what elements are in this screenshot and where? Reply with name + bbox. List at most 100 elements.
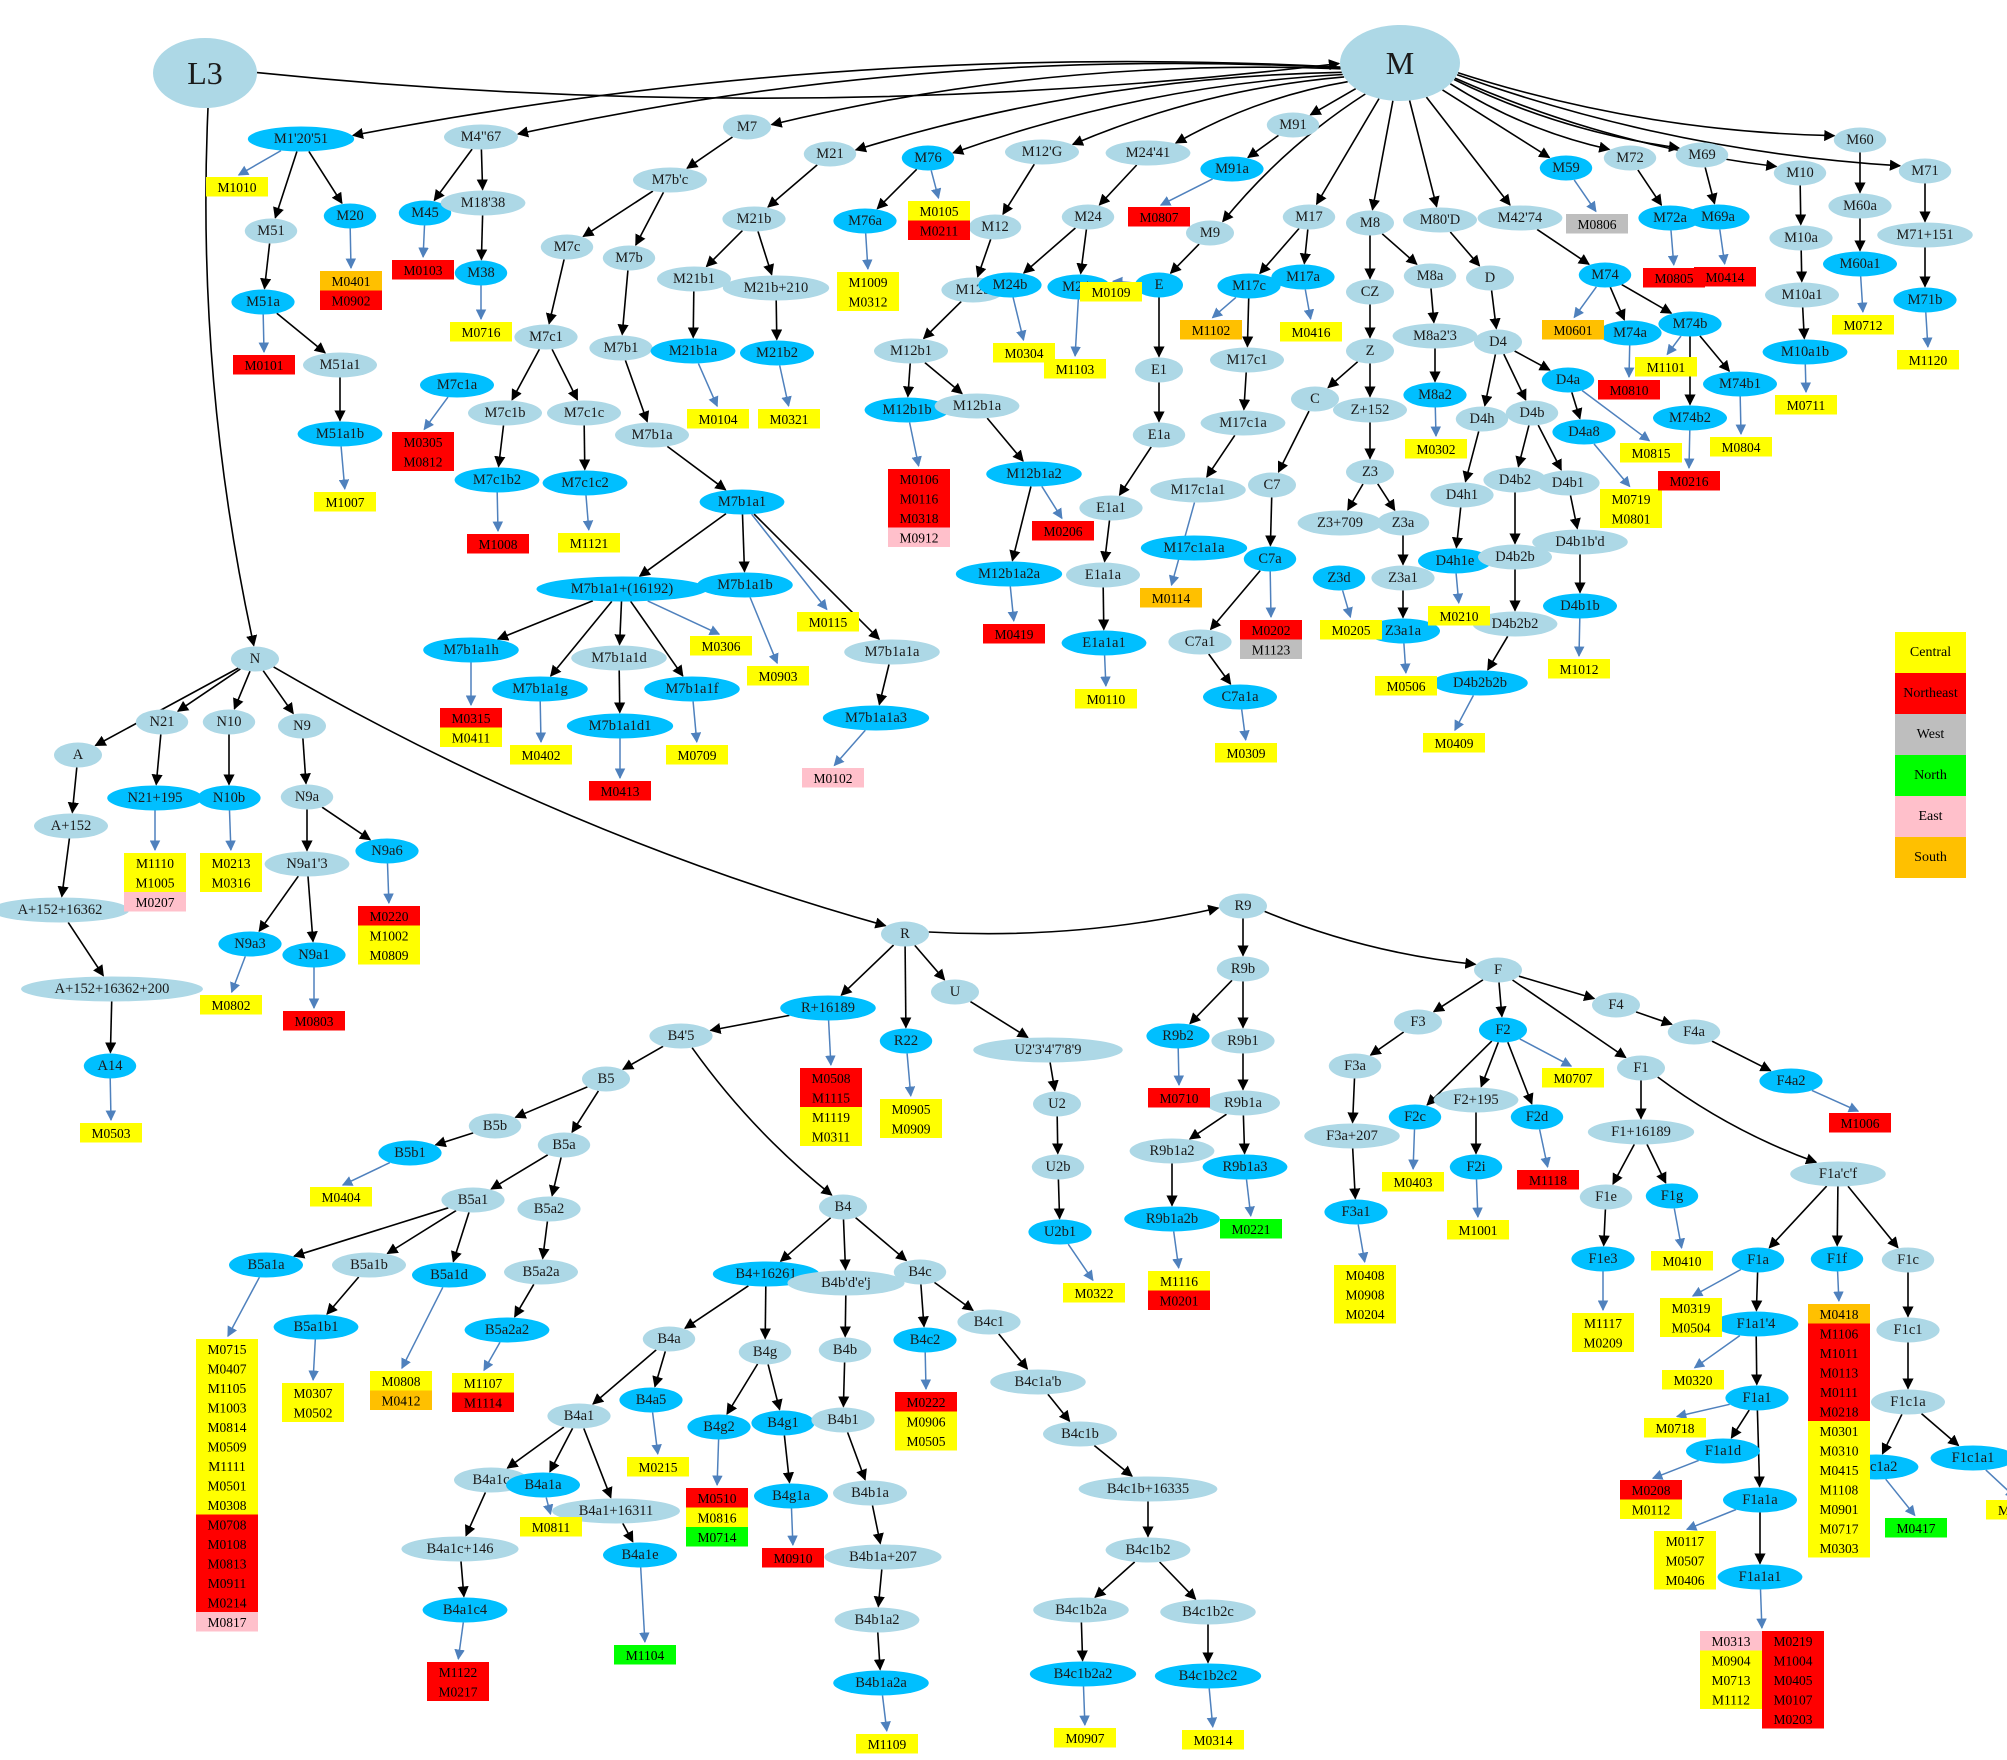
node-f1a1a[interactable]: F1a1a bbox=[1723, 1487, 1797, 1513]
node-f3a[interactable]: F3a bbox=[1328, 1053, 1382, 1079]
node-b4a5[interactable]: B4a5 bbox=[619, 1387, 683, 1413]
node-m72[interactable]: M72 bbox=[1603, 145, 1657, 171]
node-m71-151[interactable]: M71+151 bbox=[1877, 222, 1973, 248]
node-m7b-c[interactable]: M7b'c bbox=[633, 167, 707, 193]
node-m51a1[interactable]: M51a1 bbox=[303, 352, 377, 378]
node-m91[interactable]: M91 bbox=[1266, 112, 1320, 138]
node-b4c1b[interactable]: B4c1b bbox=[1043, 1421, 1117, 1447]
node-m59[interactable]: M59 bbox=[1539, 155, 1593, 181]
node-d4b1[interactable]: D4b1 bbox=[1536, 470, 1600, 496]
node-z[interactable]: Z bbox=[1346, 338, 1394, 364]
node-d4b1b-d[interactable]: D4b1b'd bbox=[1532, 529, 1628, 555]
node-m9[interactable]: M9 bbox=[1186, 220, 1234, 246]
node-n9[interactable]: N9 bbox=[278, 713, 326, 739]
node-f1a1d[interactable]: F1a1d bbox=[1686, 1438, 1760, 1464]
node-z3[interactable]: Z3 bbox=[1346, 459, 1394, 485]
node-m21[interactable]: M21 bbox=[803, 141, 857, 167]
node-b5a1b1[interactable]: B5a1b1 bbox=[273, 1314, 359, 1340]
node-f2i[interactable]: F2i bbox=[1449, 1154, 1503, 1180]
node-f4a[interactable]: F4a bbox=[1667, 1019, 1721, 1045]
node-b5a[interactable]: B5a bbox=[537, 1132, 591, 1158]
node-cz[interactable]: CZ bbox=[1346, 279, 1394, 305]
node-f2c[interactable]: F2c bbox=[1388, 1104, 1442, 1130]
node-m7c1c2[interactable]: M7c1c2 bbox=[542, 470, 628, 496]
node-z3-709[interactable]: Z3+709 bbox=[1297, 510, 1383, 536]
node-m17[interactable]: M17 bbox=[1282, 204, 1336, 230]
node-f1c1a1[interactable]: F1c1a1 bbox=[1930, 1445, 2007, 1471]
node-f1c[interactable]: F1c bbox=[1881, 1247, 1935, 1273]
node-m1-20-51[interactable]: M1'20'51 bbox=[247, 126, 355, 152]
node-m60[interactable]: M60 bbox=[1833, 127, 1887, 153]
node-m60a1[interactable]: M60a1 bbox=[1823, 251, 1897, 277]
node-m45[interactable]: M45 bbox=[398, 200, 452, 226]
node-m51[interactable]: M51 bbox=[244, 218, 298, 244]
node-b5a1d[interactable]: B5a1d bbox=[412, 1262, 486, 1288]
node-f1[interactable]: F1 bbox=[1617, 1055, 1665, 1081]
node-b4b1a-207[interactable]: B4b1a+207 bbox=[824, 1544, 942, 1570]
node-b4a1c-146[interactable]: B4a1c+146 bbox=[401, 1536, 519, 1562]
node-m20[interactable]: M20 bbox=[323, 203, 377, 229]
node-f4a2[interactable]: F4a2 bbox=[1759, 1068, 1823, 1094]
node-b5a2a2[interactable]: B5a2a2 bbox=[464, 1317, 550, 1343]
node-m10[interactable]: M10 bbox=[1773, 160, 1827, 186]
node-b5a1a[interactable]: B5a1a bbox=[229, 1252, 303, 1278]
node-r9b2[interactable]: R9b2 bbox=[1146, 1023, 1210, 1049]
node-b5b[interactable]: B5b bbox=[468, 1113, 522, 1139]
node-a-152-16362-200[interactable]: A+152+16362+200 bbox=[21, 976, 203, 1002]
node-f2d[interactable]: F2d bbox=[1510, 1104, 1564, 1130]
node-m7b1a1g[interactable]: M7b1a1g bbox=[492, 676, 588, 702]
node-b4g2[interactable]: B4g2 bbox=[687, 1414, 751, 1440]
node-m18-38[interactable]: M18'38 bbox=[440, 190, 526, 216]
node-b5[interactable]: B5 bbox=[582, 1066, 630, 1092]
node-m17c1a1[interactable]: M17c1a1 bbox=[1150, 477, 1246, 503]
node-m12b1a2a[interactable]: M12b1a2a bbox=[955, 561, 1063, 587]
node-e1a1a1[interactable]: E1a1a1 bbox=[1061, 630, 1147, 656]
node-b4c1b-16335[interactable]: B4c1b+16335 bbox=[1078, 1476, 1218, 1502]
node-m51a1b[interactable]: M51a1b bbox=[297, 421, 383, 447]
node-r9b1[interactable]: R9b1 bbox=[1211, 1028, 1275, 1054]
node-m51a[interactable]: M51a bbox=[231, 289, 295, 315]
node-m21b[interactable]: M21b bbox=[722, 206, 786, 232]
node-b5a1b[interactable]: B5a1b bbox=[332, 1252, 406, 1278]
node-b4c[interactable]: B4c bbox=[893, 1259, 947, 1285]
node-m7b1a1d1[interactable]: M7b1a1d1 bbox=[566, 713, 674, 739]
node-m71b[interactable]: M71b bbox=[1893, 287, 1957, 313]
node-b4a1-16311[interactable]: B4a1+16311 bbox=[552, 1498, 680, 1524]
node-m69[interactable]: M69 bbox=[1675, 142, 1729, 168]
node-r-16189[interactable]: R+16189 bbox=[780, 995, 876, 1021]
node-m7c1c[interactable]: M7c1c bbox=[547, 400, 621, 426]
node-m7b1a1d[interactable]: M7b1a1d bbox=[571, 645, 667, 671]
node-d4h1[interactable]: D4h1 bbox=[1430, 482, 1494, 508]
node-z3a1a[interactable]: Z3a1a bbox=[1366, 618, 1440, 644]
node-f3a-207[interactable]: F3a+207 bbox=[1304, 1123, 1400, 1149]
node-m12-g[interactable]: M12'G bbox=[1005, 139, 1079, 165]
node-b4a1e[interactable]: B4a1e bbox=[603, 1542, 677, 1568]
node-m4-67[interactable]: M4"67 bbox=[444, 124, 518, 150]
node-c7a[interactable]: C7a bbox=[1243, 546, 1297, 572]
node-b4a1c4[interactable]: B4a1c4 bbox=[422, 1597, 508, 1623]
node-m12b1[interactable]: M12b1 bbox=[874, 338, 948, 364]
node-a[interactable]: A bbox=[54, 742, 102, 768]
node-m17c1a[interactable]: M17c1a bbox=[1200, 410, 1286, 436]
node-d4h[interactable]: D4h bbox=[1455, 406, 1509, 432]
node-m7[interactable]: M7 bbox=[723, 114, 771, 140]
node-n[interactable]: N bbox=[231, 646, 279, 672]
node-m12b1a[interactable]: M12b1a bbox=[934, 393, 1020, 419]
node-m60a[interactable]: M60a bbox=[1828, 193, 1892, 219]
node-z-152[interactable]: Z+152 bbox=[1333, 397, 1407, 423]
node-m7b1a1f[interactable]: M7b1a1f bbox=[644, 676, 740, 702]
node-m91a[interactable]: M91a bbox=[1200, 156, 1264, 182]
node-m10a[interactable]: M10a bbox=[1769, 225, 1833, 251]
node-m76a[interactable]: M76a bbox=[833, 208, 897, 234]
node-m24[interactable]: M24 bbox=[1061, 204, 1115, 230]
node-b5b1[interactable]: B5b1 bbox=[378, 1140, 442, 1166]
node-f1a-c-f[interactable]: F1a'c'f bbox=[1790, 1161, 1886, 1187]
node-m7b1[interactable]: M7b1 bbox=[589, 335, 653, 361]
node-r9b[interactable]: R9b bbox=[1216, 956, 1270, 982]
node-d4b2b[interactable]: D4b2b bbox=[1478, 544, 1552, 570]
node-m69a[interactable]: M69a bbox=[1686, 204, 1750, 230]
node-c7a1a[interactable]: C7a1a bbox=[1203, 684, 1277, 710]
node-m24-41[interactable]: M24'41 bbox=[1105, 140, 1191, 166]
node-m8a2[interactable]: M8a2 bbox=[1403, 382, 1467, 408]
node-n9a[interactable]: N9a bbox=[280, 784, 334, 810]
